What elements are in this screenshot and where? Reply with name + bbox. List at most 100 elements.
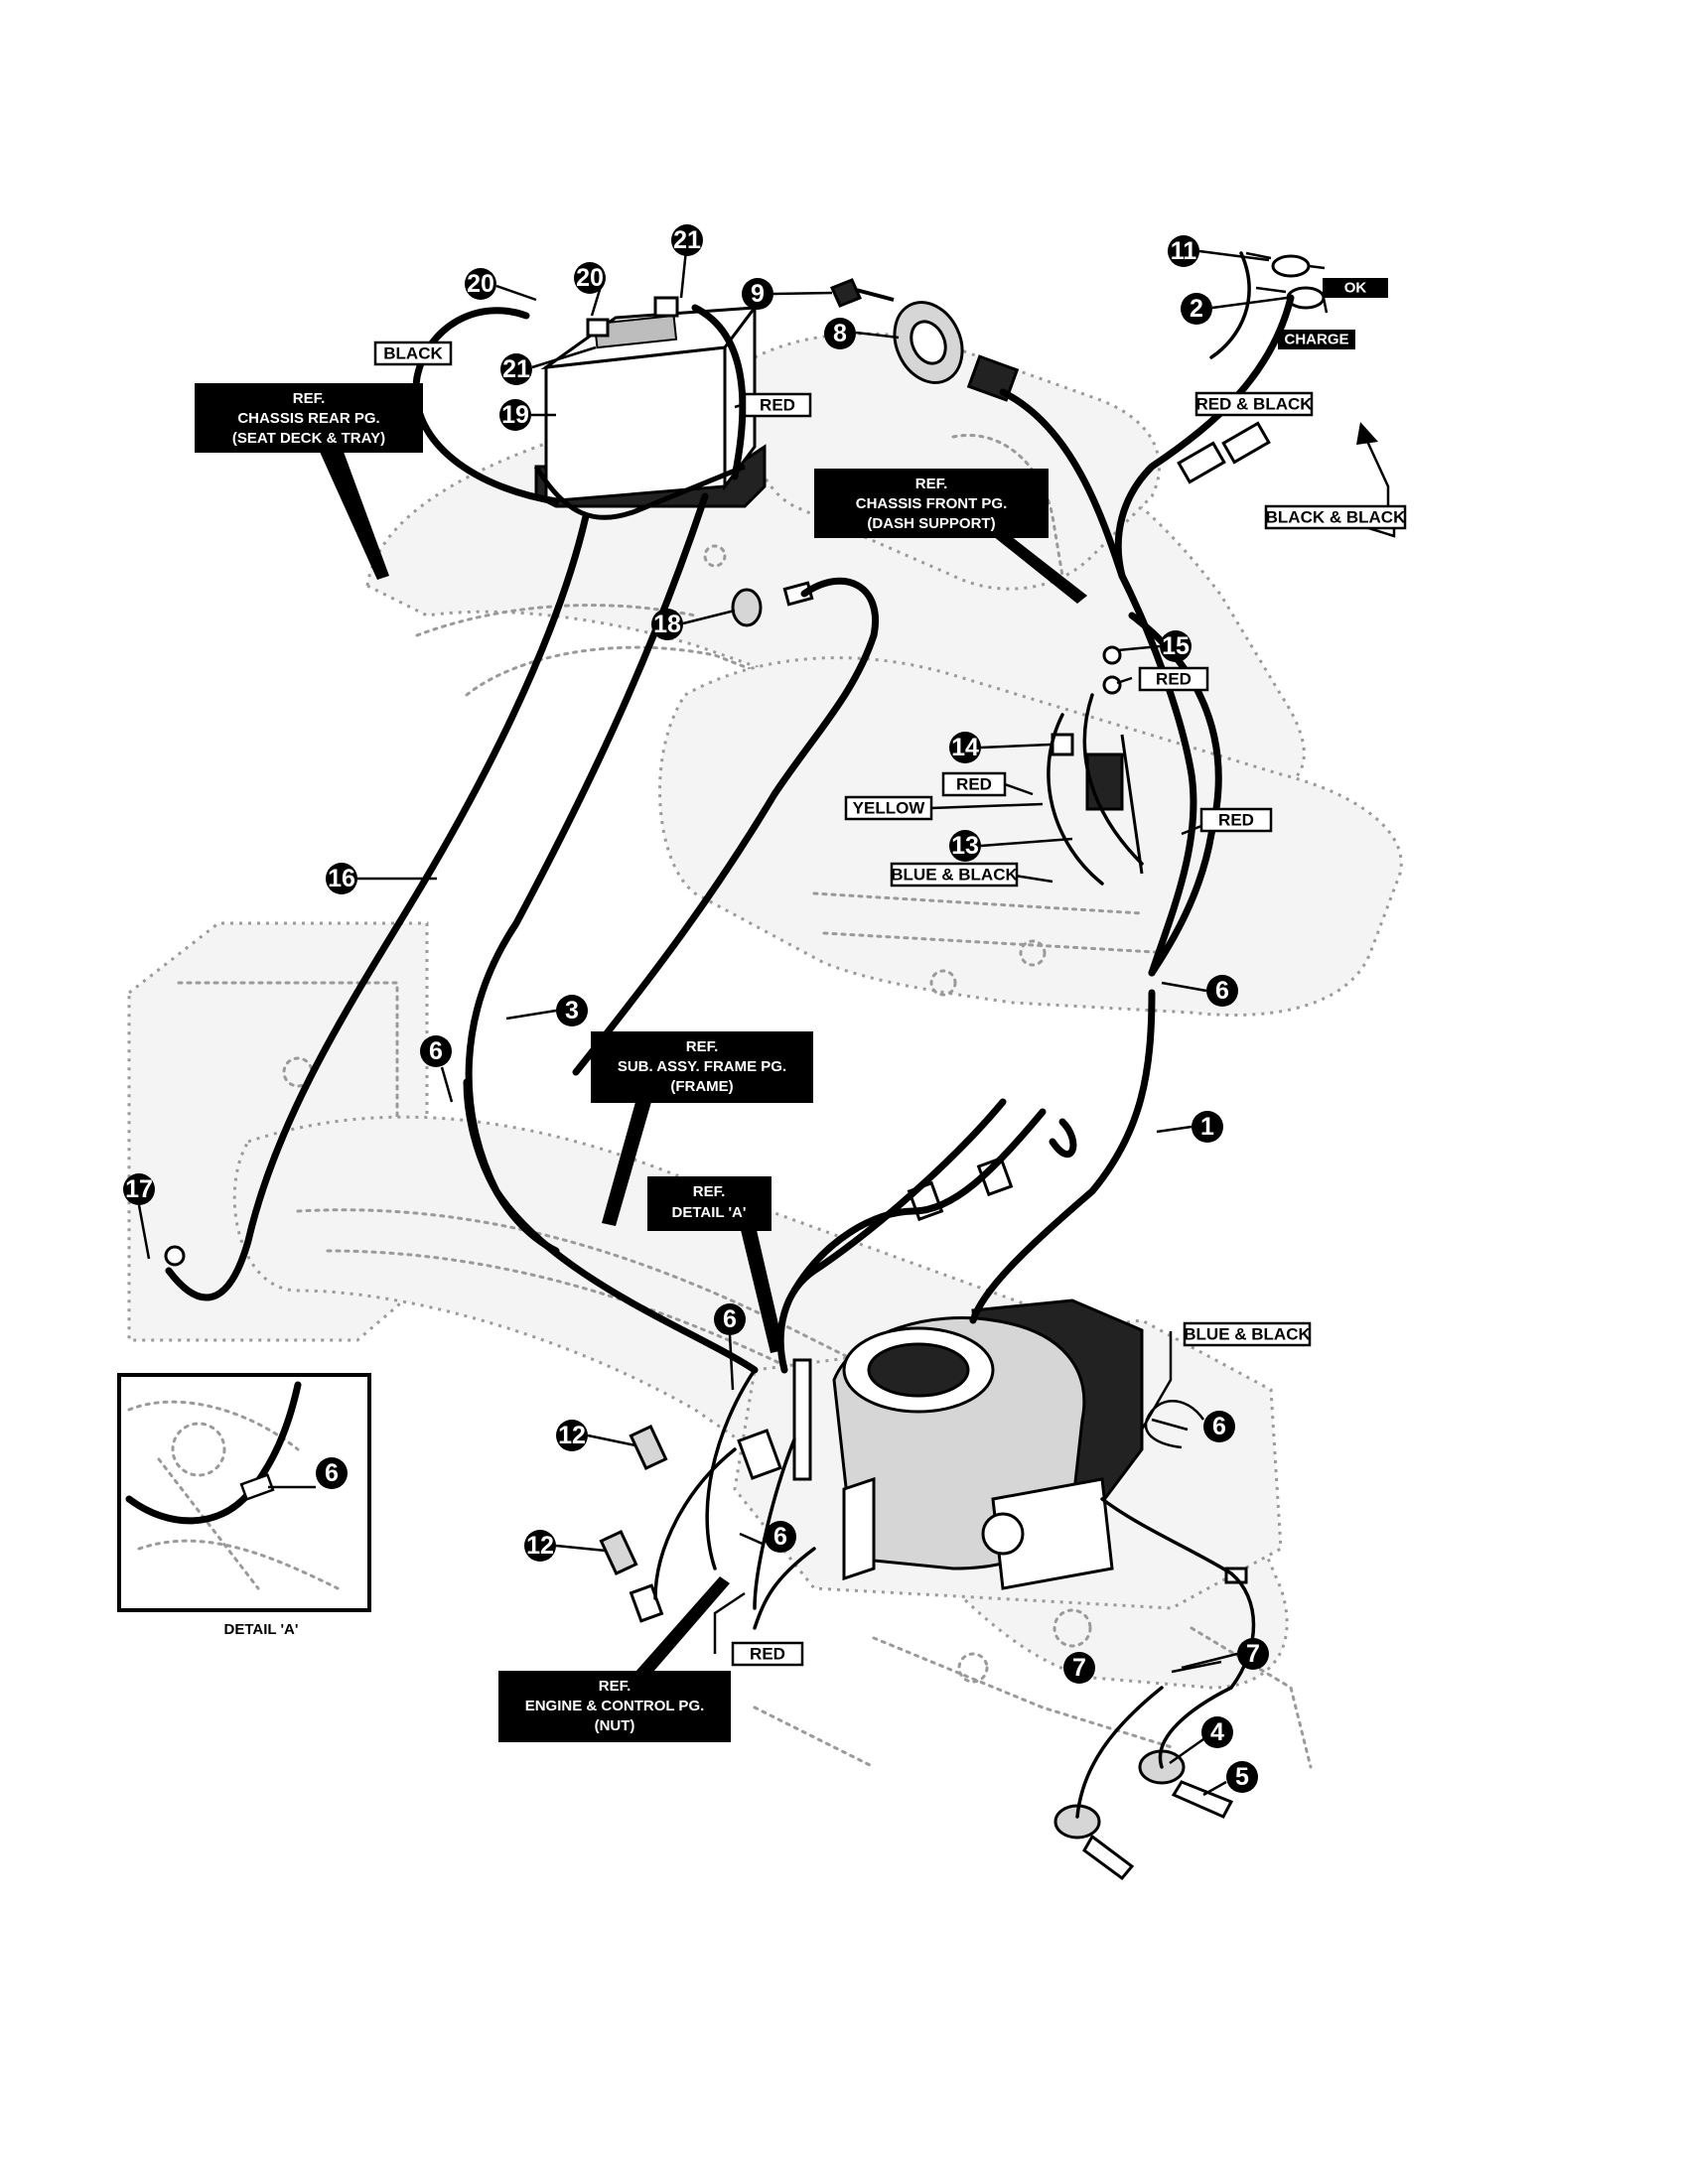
- svg-text:BLACK: BLACK: [383, 344, 443, 363]
- wire-harness: [165, 251, 1295, 1819]
- svg-text:14: 14: [951, 734, 979, 761]
- detail-a-inset: DETAIL 'A': [117, 1373, 371, 1638]
- ref-sub-assy-frame-line1: REF.: [686, 1038, 719, 1055]
- ref-chassis-rear-line1: REF.: [293, 390, 326, 407]
- svg-text:3: 3: [565, 997, 579, 1024]
- svg-text:6: 6: [723, 1305, 737, 1333]
- callout-6-solenoid: 6: [1206, 975, 1238, 1007]
- indicator-label-ok: OK: [1323, 278, 1388, 298]
- ref-engine-control-line1: REF.: [599, 1678, 632, 1695]
- callout-11: 11: [1168, 235, 1199, 267]
- svg-text:OK: OK: [1344, 280, 1367, 297]
- wire-color-tags: BLACK RED RED & BLACK BLACK & BLACK RED …: [373, 341, 1407, 1667]
- engine: [792, 1298, 1144, 1590]
- svg-text:CHARGE: CHARGE: [1284, 332, 1348, 348]
- seat-switch: [731, 581, 814, 627]
- callout-7-right: 7: [1237, 1638, 1269, 1670]
- svg-text:RED: RED: [760, 396, 795, 415]
- svg-text:4: 4: [1210, 1718, 1224, 1746]
- ref-sub-assy-frame-line2: SUB. ASSY. FRAME PG.: [618, 1058, 786, 1075]
- callout-3: 3: [556, 995, 588, 1026]
- svg-text:BLUE & BLACK: BLUE & BLACK: [1184, 1325, 1311, 1344]
- svg-text:18: 18: [653, 611, 681, 638]
- svg-text:6: 6: [1212, 1413, 1226, 1440]
- svg-text:21: 21: [673, 226, 701, 254]
- tag-red-right: RED: [1199, 807, 1273, 833]
- callout-18: 18: [651, 609, 683, 640]
- tag-red-14: RED: [941, 771, 1007, 797]
- ref-sub-assy-frame: REF. SUB. ASSY. FRAME PG. (FRAME): [591, 1031, 813, 1226]
- ref-detail-a-line1: REF.: [693, 1183, 726, 1200]
- tag-red-15: RED: [1138, 666, 1209, 692]
- callout-15: 15: [1160, 630, 1192, 662]
- svg-text:2: 2: [1190, 295, 1203, 323]
- svg-text:19: 19: [501, 401, 529, 429]
- svg-text:5: 5: [1235, 1763, 1249, 1791]
- tag-blue-black-solenoid: BLUE & BLACK: [890, 862, 1018, 887]
- tag-blue-black-engine: BLUE & BLACK: [1183, 1321, 1311, 1347]
- callout-12-upper: 12: [556, 1420, 588, 1451]
- svg-text:20: 20: [467, 270, 494, 298]
- ref-engine-control: REF. ENGINE & CONTROL PG. (NUT): [498, 1576, 731, 1742]
- callout-6-frame: 6: [420, 1035, 452, 1067]
- ref-detail-a-line2: DETAIL 'A': [672, 1204, 747, 1221]
- svg-text:15: 15: [1162, 632, 1190, 660]
- detail-a-caption: DETAIL 'A': [224, 1621, 299, 1638]
- svg-text:21: 21: [502, 355, 530, 383]
- callout-17: 17: [123, 1173, 155, 1205]
- ref-chassis-front: REF. CHASSIS FRONT PG. (DASH SUPPORT): [814, 469, 1087, 604]
- svg-text:BLUE & BLACK: BLUE & BLACK: [891, 866, 1018, 885]
- svg-text:11: 11: [1171, 237, 1197, 265]
- svg-text:9: 9: [751, 280, 765, 308]
- svg-text:7: 7: [1072, 1654, 1086, 1682]
- reference-blocks: REF. CHASSIS REAR PG. (SEAT DECK & TRAY)…: [195, 383, 1087, 1742]
- svg-text:17: 17: [125, 1175, 153, 1203]
- tag-black: BLACK: [373, 341, 453, 366]
- svg-text:RED: RED: [750, 1645, 785, 1664]
- callout-21-top: 21: [671, 224, 703, 256]
- ignition-switch: [893, 301, 1020, 402]
- svg-text:BLACK & BLACK: BLACK & BLACK: [1266, 508, 1406, 527]
- callout-20-right: 20: [574, 262, 606, 294]
- svg-text:8: 8: [833, 320, 847, 347]
- svg-text:20: 20: [576, 264, 604, 292]
- svg-text:6: 6: [1215, 977, 1229, 1005]
- callout-6-engine-ground: 6: [714, 1303, 746, 1335]
- ref-sub-assy-frame-line3: (FRAME): [670, 1078, 733, 1095]
- svg-text:RED: RED: [1156, 670, 1192, 689]
- callout-12-lower: 12: [524, 1530, 556, 1562]
- callout-6-detail: 6: [316, 1457, 348, 1489]
- tag-black-black: BLACK & BLACK: [1264, 504, 1407, 530]
- callout-6-control: 6: [765, 1521, 796, 1553]
- part-callouts: 20 20 21 21 19 9 8 11 2 18 15 14 13 16 6…: [123, 224, 1269, 1793]
- callout-8: 8: [824, 318, 856, 349]
- svg-text:1: 1: [1200, 1113, 1214, 1141]
- ref-chassis-front-line3: (DASH SUPPORT): [867, 515, 995, 532]
- indicator-lamps: [1245, 251, 1326, 310]
- callout-21-mid: 21: [500, 353, 532, 385]
- callout-6-engine-arc: 6: [1203, 1411, 1235, 1442]
- callout-1: 1: [1192, 1111, 1223, 1143]
- callout-14: 14: [949, 732, 981, 763]
- callout-7-left: 7: [1063, 1652, 1095, 1684]
- tag-yellow: YELLOW: [844, 795, 933, 821]
- ref-chassis-rear: REF. CHASSIS REAR PG. (SEAT DECK & TRAY): [195, 383, 423, 580]
- svg-text:13: 13: [951, 832, 979, 860]
- ref-engine-control-line3: (NUT): [595, 1717, 635, 1734]
- svg-text:12: 12: [526, 1532, 554, 1560]
- connectors: [164, 421, 1271, 1881]
- indicator-label-charge: CHARGE: [1278, 330, 1355, 349]
- callout-19: 19: [499, 399, 531, 431]
- svg-text:16: 16: [328, 865, 355, 892]
- callout-4: 4: [1201, 1716, 1233, 1748]
- callout-2: 2: [1181, 293, 1212, 325]
- ref-chassis-front-line1: REF.: [915, 476, 948, 492]
- svg-text:RED: RED: [1218, 811, 1254, 830]
- ref-detail-a: REF. DETAIL 'A': [647, 1176, 784, 1353]
- ignition-key: [829, 278, 895, 308]
- svg-text:RED: RED: [956, 775, 992, 794]
- callout-13: 13: [949, 830, 981, 862]
- ref-engine-control-line2: ENGINE & CONTROL PG.: [525, 1698, 705, 1714]
- svg-text:RED & BLACK: RED & BLACK: [1195, 395, 1313, 414]
